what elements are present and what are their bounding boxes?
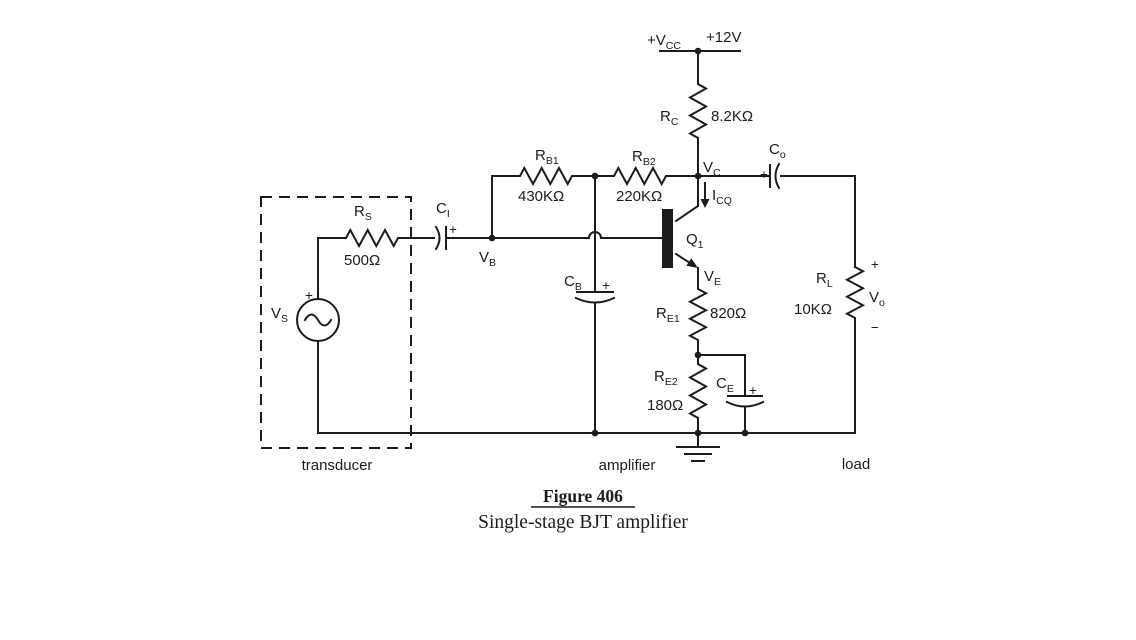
- ci-capacitor: CI +: [434, 200, 457, 251]
- q1-transistor: Q1 VE: [662, 175, 721, 289]
- rb2-label: RB2: [632, 148, 656, 168]
- vs-sine-icon: [303, 313, 333, 327]
- co-capacitor: Co +: [760, 141, 856, 268]
- vs-plus-sign: +: [305, 288, 313, 303]
- transducer-box: [260, 196, 412, 449]
- ve-node-label: VE: [704, 268, 721, 288]
- source-branch: RS 500Ω + VS: [271, 203, 435, 434]
- ci-plus-sign: +: [449, 222, 457, 237]
- re2-label: RE2: [654, 368, 678, 388]
- section-label-amplifier: amplifier: [599, 457, 656, 474]
- ground-rail: [317, 429, 856, 462]
- vcc-value: +12V: [706, 29, 741, 46]
- section-label-load: load: [842, 456, 870, 473]
- vo-minus-sign: −: [871, 320, 879, 335]
- ce-plate-curved: [725, 400, 765, 408]
- vb-node-dot: [488, 234, 496, 242]
- vo-label: Vo: [869, 289, 885, 309]
- rl-label: RL: [816, 270, 833, 290]
- rb1-label: RB1: [535, 147, 559, 167]
- vs-label: VS: [271, 305, 288, 325]
- co-label: Co: [769, 141, 786, 161]
- rc-value: 8.2KΩ: [711, 108, 753, 125]
- re1-resistor: RE1 820Ω: [656, 287, 746, 359]
- q1-base-bar: [662, 209, 673, 268]
- figure-subtitle: Single-stage BJT amplifier: [478, 512, 688, 533]
- rl-resistor-symbol: [844, 265, 866, 434]
- rc-resistor-symbol: [687, 50, 709, 177]
- ci-plate-curved: [434, 225, 441, 251]
- ci-label: CI: [436, 200, 450, 220]
- section-label-transducer: transducer: [302, 457, 373, 474]
- re1-value: 820Ω: [710, 305, 746, 322]
- cb-label: CB: [564, 273, 582, 293]
- q1-label: Q1: [686, 231, 704, 251]
- re2-resistor: RE2 180Ω: [647, 354, 709, 434]
- rs-label: RS: [354, 203, 372, 223]
- rl-value: 10KΩ: [794, 301, 832, 318]
- figure-caption-block: Figure 406 Single-stage BJT amplifier: [478, 486, 688, 533]
- rc-label: RC: [660, 108, 679, 128]
- co-output-wire: [780, 175, 856, 268]
- vo-plus-sign: +: [871, 257, 879, 272]
- q1-collector-lead: [674, 175, 699, 223]
- q1-emitter-lead: [674, 252, 692, 265]
- rb1-value: 430KΩ: [518, 188, 564, 205]
- vcc-label: +VCC: [647, 32, 681, 52]
- rb1-rb2-resistors: [491, 165, 769, 187]
- q1-emitter-arrowhead: [686, 258, 698, 268]
- co-plate-curved: [774, 162, 781, 190]
- ce-top-wire: [697, 354, 746, 397]
- re2-resistor-symbol: [687, 354, 709, 434]
- icq-arrowhead: [700, 199, 710, 208]
- cb-plus-sign: +: [602, 278, 610, 293]
- re1-resistor-symbol: [687, 287, 709, 356]
- cb-capacitor: CB +: [564, 175, 616, 434]
- vcc-supply: +VCC +12V: [647, 29, 741, 55]
- rb2-value: 220KΩ: [616, 188, 662, 205]
- rs-value: 500Ω: [344, 252, 380, 269]
- ground-icon: [676, 446, 720, 462]
- rl-load: RL 10KΩ + Vo −: [794, 257, 885, 434]
- rs-resistor-symbol: [317, 227, 435, 249]
- ce-capacitor: CE +: [697, 354, 765, 437]
- icq-current-marker: ICQ: [700, 182, 732, 208]
- icq-label: ICQ: [712, 187, 732, 207]
- co-plus-sign: +: [760, 167, 768, 182]
- vb-node-label: VB: [479, 249, 496, 269]
- cb-ground-dot: [591, 429, 599, 437]
- ce-plus-sign: +: [749, 383, 757, 398]
- base-wire: VB: [445, 175, 663, 269]
- base-line-with-hop: [445, 231, 663, 239]
- rc-resistor: RC 8.2KΩ: [660, 50, 753, 177]
- bias-network: RB1 430KΩ RB2 220KΩ VC: [491, 147, 769, 205]
- cb-plate-curved: [574, 296, 616, 304]
- re2-value: 180Ω: [647, 397, 683, 414]
- ce-label: CE: [716, 375, 734, 395]
- re1-label: RE1: [656, 305, 680, 325]
- figure-title: Figure 406: [543, 486, 623, 506]
- vc-node-label: VC: [703, 159, 721, 179]
